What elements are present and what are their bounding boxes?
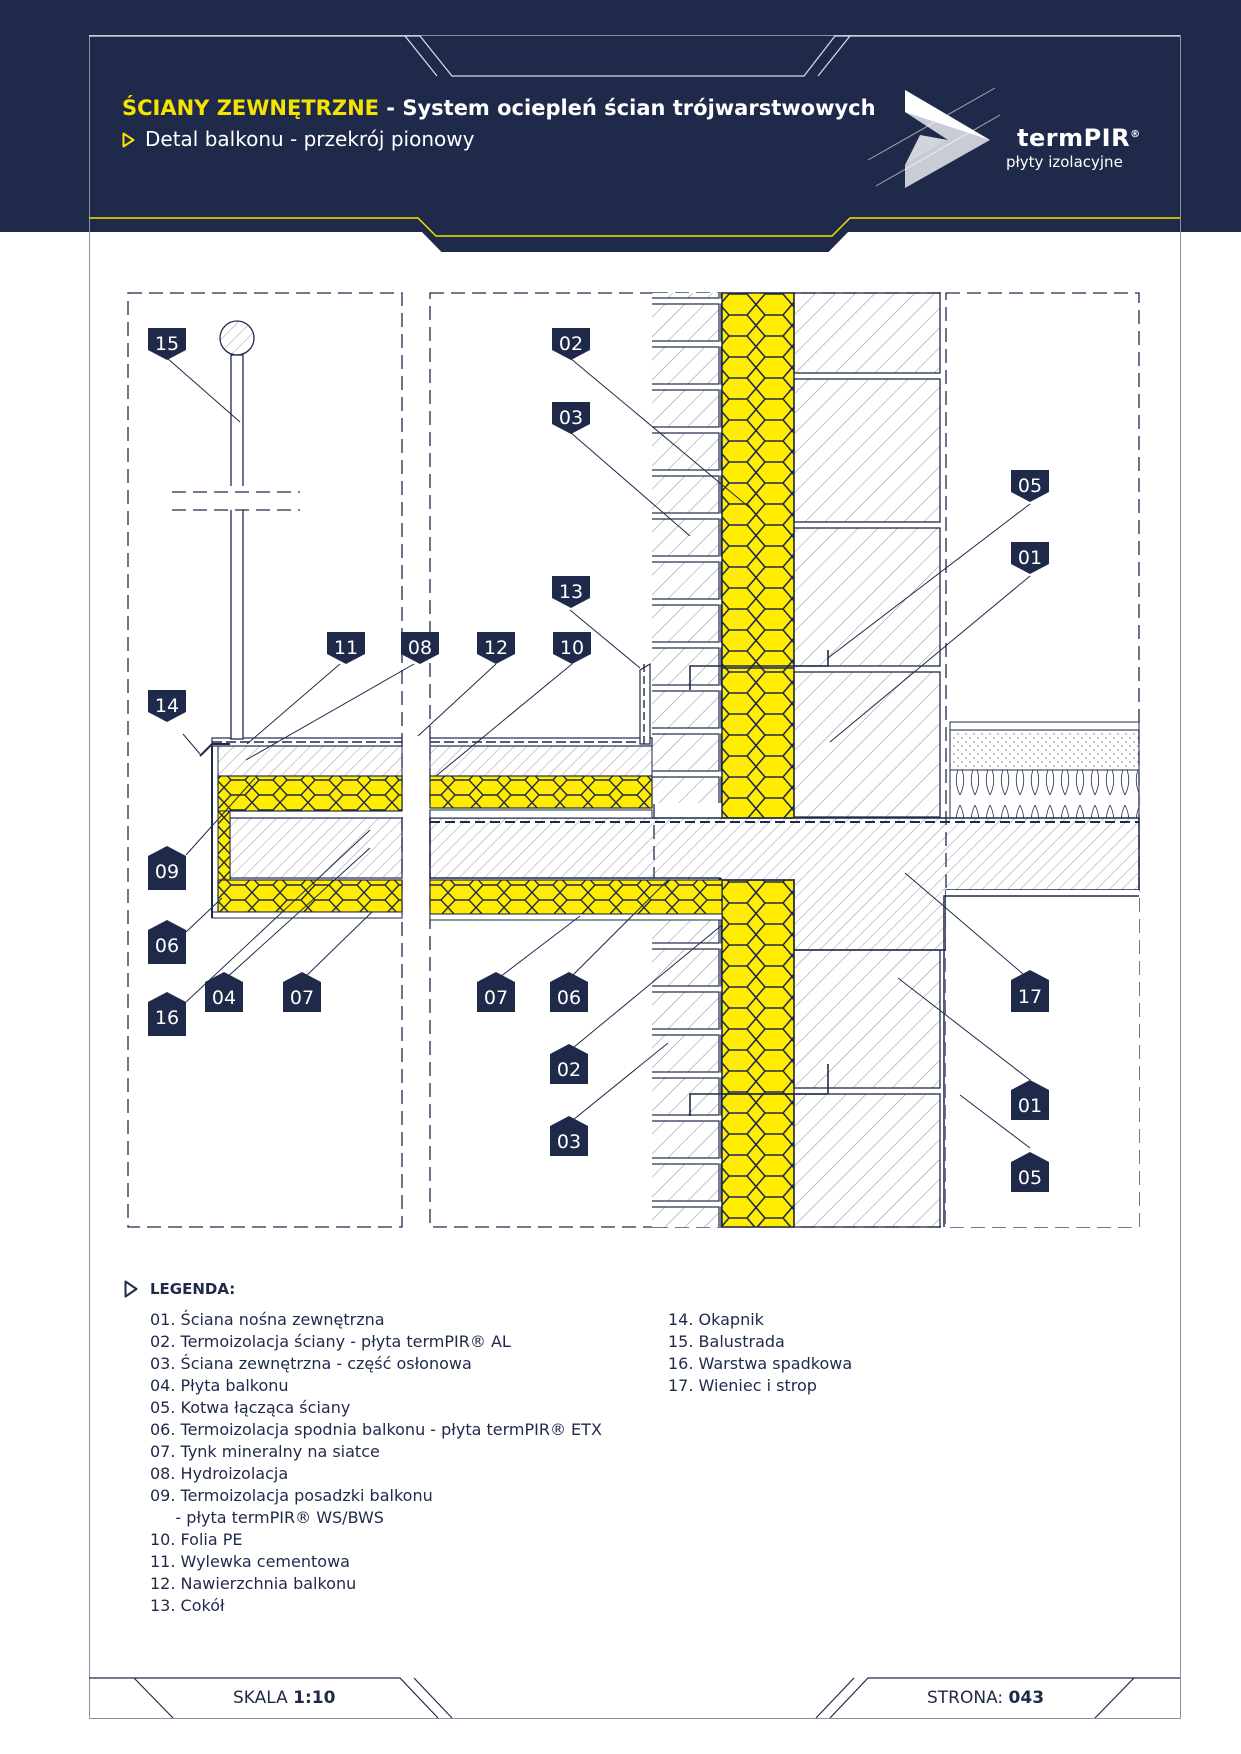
logo-name: termPIR® [1017, 124, 1141, 152]
callout-07-left: 07 [283, 972, 321, 1012]
svg-text:01: 01 [1018, 547, 1042, 569]
legend-item: 03. Ściana zewnętrzna - część osłonowa [150, 1354, 472, 1373]
callout-11: 11 [327, 632, 365, 664]
svg-text:02: 02 [557, 1059, 581, 1081]
callout-12: 12 [477, 632, 515, 664]
play-arrow-icon [867, 87, 1001, 188]
callout-09: 09 [148, 846, 186, 890]
subtitle-text: Detal balkonu - przekrój pionowy [145, 127, 475, 151]
svg-text:11: 11 [334, 637, 358, 659]
scale-label: SKALA [233, 1688, 294, 1708]
page-subtitle: Detal balkonu - przekrój pionowy [122, 127, 474, 151]
svg-text:13: 13 [559, 581, 583, 603]
legend-item: 17. Wieniec i strop [668, 1376, 817, 1395]
header-background [0, 0, 1241, 232]
svg-text:01: 01 [1018, 1095, 1042, 1117]
legend-item: 14. Okapnik [668, 1310, 764, 1329]
callout-08: 08 [401, 632, 439, 664]
legend-item: 06. Termoizolacja spodnia balkonu - płyt… [150, 1420, 602, 1439]
svg-text:08: 08 [408, 637, 432, 659]
legend-item: 11. Wylewka cementowa [150, 1552, 350, 1571]
title-accent: ŚCIANY ZEWNĘTRZNE [122, 96, 379, 120]
callout-05-top: 05 [1011, 470, 1049, 502]
callout-02-bottom: 02 [550, 1044, 588, 1084]
callout-16: 16 [148, 992, 186, 1036]
legend-item: 12. Nawierzchnia balkonu [150, 1574, 357, 1593]
svg-text:15: 15 [155, 333, 179, 355]
legend-triangle-icon [124, 1280, 138, 1298]
callout-06-left: 06 [148, 920, 186, 964]
triangle-bullet-icon [122, 132, 135, 148]
callout-10: 10 [553, 632, 591, 664]
svg-text:14: 14 [155, 695, 179, 717]
legend-item: - płyta termPIR® WS/BWS [150, 1508, 384, 1527]
legend-item: 15. Balustrada [668, 1332, 785, 1351]
svg-text:10: 10 [560, 637, 584, 659]
page-frame [89, 35, 1181, 1719]
header-graphics [89, 35, 1180, 237]
svg-text:03: 03 [559, 407, 583, 429]
svg-text:05: 05 [1018, 475, 1042, 497]
legend-item: 09. Termoizolacja posadzki balkonu [150, 1486, 433, 1505]
scale-value: 1:10 [293, 1688, 336, 1708]
svg-text:02: 02 [559, 333, 583, 355]
svg-text:06: 06 [557, 987, 581, 1009]
svg-text:03: 03 [557, 1131, 581, 1153]
page-value: 043 [1008, 1688, 1045, 1708]
callout-01-bottom: 01 [1011, 1080, 1049, 1120]
legend-item: 05. Kotwa łącząca ściany [150, 1398, 351, 1417]
legend-item: 16. Warstwa spadkowa [668, 1354, 853, 1373]
legend-title: LEGENDA: [150, 1280, 236, 1298]
svg-text:09: 09 [155, 861, 179, 883]
callout-07-right: 07 [477, 972, 515, 1012]
svg-text:17: 17 [1018, 986, 1042, 1008]
svg-text:05: 05 [1018, 1167, 1042, 1189]
svg-text:04: 04 [212, 987, 236, 1009]
callout-03-bottom: 03 [550, 1116, 588, 1156]
svg-text:16: 16 [155, 1007, 179, 1029]
legend-item: 10. Folia PE [150, 1530, 243, 1549]
legend-item: 02. Termoizolacja ściany - płyta termPIR… [150, 1332, 511, 1351]
page-title: ŚCIANY ZEWNĘTRZNE - System ociepleń ścia… [122, 96, 876, 120]
legend-item: 07. Tynk mineralny na siatce [150, 1442, 380, 1461]
svg-text:06: 06 [155, 935, 179, 957]
legend-item: 04. Płyta balkonu [150, 1376, 289, 1395]
callout-06-right: 06 [550, 972, 588, 1012]
callout-01-top: 01 [1011, 542, 1049, 574]
callout-04: 04 [205, 972, 243, 1012]
title-rest: - System ociepleń ścian trójwarstwowych [379, 96, 876, 120]
svg-text:07: 07 [484, 987, 508, 1009]
legend-column-right: 14. Okapnik 15. Balustrada 16. Warstwa s… [668, 1309, 852, 1397]
svg-text:12: 12 [484, 637, 508, 659]
legend-item: 01. Ściana nośna zewnętrzna [150, 1310, 385, 1329]
legend-item: 08. Hydroizolacja [150, 1464, 289, 1483]
scale-indicator: SKALA 1:10 [233, 1688, 335, 1708]
callout-17: 17 [1011, 970, 1049, 1012]
callout-02-top: 02 [552, 328, 590, 360]
callout-05-bottom: 05 [1011, 1152, 1049, 1192]
legend-column-left: 01. Ściana nośna zewnętrzna 02. Termoizo… [150, 1309, 602, 1617]
page-label: STRONA: [927, 1688, 1009, 1708]
callout-03-top: 03 [552, 402, 590, 434]
legend-item: 13. Cokół [150, 1596, 225, 1615]
callout-13: 13 [552, 576, 590, 608]
callout-14: 14 [148, 690, 186, 722]
page-number: STRONA: 043 [927, 1688, 1044, 1708]
svg-text:07: 07 [290, 987, 314, 1009]
logo-tagline: płyty izolacyjne [1006, 153, 1123, 171]
callout-15: 15 [148, 328, 186, 360]
